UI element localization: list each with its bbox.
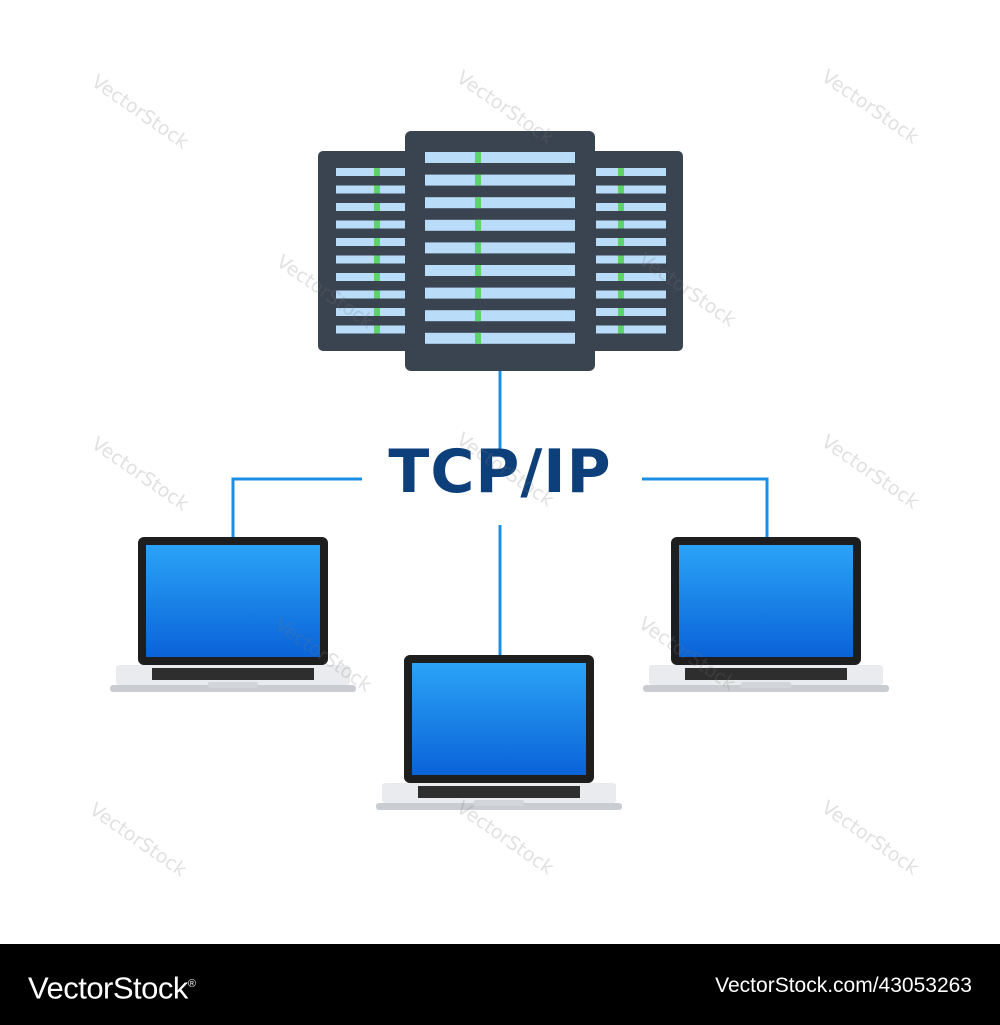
laptop-keyboard: [685, 668, 847, 680]
server-slot: [596, 238, 666, 246]
laptop-screen: [146, 545, 320, 657]
server-led-icon: [618, 238, 624, 246]
laptop-screen: [412, 663, 586, 775]
brand-name: VectorStock: [28, 970, 188, 1006]
server-led-icon: [475, 265, 481, 276]
server-slot: [596, 290, 666, 299]
server-led-icon: [374, 255, 380, 264]
server-right-cabinet: [571, 151, 683, 351]
server-led-icon: [374, 168, 380, 176]
network-diagram: [110, 131, 889, 810]
server-slot: [425, 287, 575, 299]
server-led-icon: [475, 219, 481, 231]
laptop-trackpad: [474, 800, 524, 806]
brand-registered-mark: ®: [187, 978, 196, 990]
server-led-icon: [618, 185, 624, 194]
laptop-trackpad: [741, 682, 791, 688]
diagram-title: TCP/IP: [388, 437, 612, 507]
laptop-keyboard: [418, 786, 580, 798]
server-led-icon: [618, 273, 624, 281]
server-slot: [596, 255, 666, 264]
server-led-icon: [618, 203, 624, 211]
server-led-icon: [618, 255, 624, 264]
server-slot: [425, 310, 575, 322]
server-slot: [425, 174, 575, 186]
server-led-icon: [618, 308, 624, 316]
server-led-icon: [618, 325, 624, 334]
laptop-screen: [679, 545, 853, 657]
brand-logo: VectorStock®: [28, 964, 196, 1008]
server-slot: [596, 220, 666, 229]
server-slot: [425, 197, 575, 209]
server-led-icon: [618, 220, 624, 229]
server-slot: [425, 219, 575, 231]
server-led-icon: [475, 152, 481, 163]
server-led-icon: [475, 197, 481, 209]
server-slot: [425, 332, 575, 344]
server-led-icon: [475, 242, 481, 254]
server-led-icon: [475, 287, 481, 299]
server-slot: [596, 203, 666, 211]
laptop-center: [376, 655, 622, 810]
laptop-right: [643, 537, 889, 692]
server-slot: [425, 265, 575, 276]
laptop-left: [110, 537, 356, 692]
server-slot: [425, 242, 575, 254]
server-left-slots: [336, 168, 416, 334]
laptop-base-edge: [376, 803, 622, 810]
server-led-icon: [374, 238, 380, 246]
server-slot: [425, 152, 575, 163]
server-slot: [596, 325, 666, 334]
server-led-icon: [374, 273, 380, 281]
server-led-icon: [374, 325, 380, 334]
server-front-slots: [425, 152, 575, 344]
server-led-icon: [374, 220, 380, 229]
server-led-icon: [374, 185, 380, 194]
server-slot: [596, 308, 666, 316]
server-led-icon: [374, 308, 380, 316]
laptop-base-edge: [110, 685, 356, 692]
server-led-icon: [374, 290, 380, 299]
server-slot: [596, 273, 666, 281]
diagram-canvas: TCP/IP VectorStock VectorStock VectorSto…: [85, 66, 922, 882]
server-slot: [596, 185, 666, 194]
network-links: [231, 370, 769, 655]
server-led-icon: [374, 203, 380, 211]
server-led-icon: [618, 168, 624, 176]
image-id: VectorStock.com/43053263: [715, 974, 972, 997]
server-led-icon: [475, 174, 481, 186]
footer-bar: VectorStock® VectorStock.com/43053263: [0, 944, 1000, 1025]
laptop-keyboard: [152, 668, 314, 680]
link-server-to-laptop-left: [231, 477, 362, 537]
server-right-slots: [596, 168, 666, 334]
laptop-trackpad: [208, 682, 258, 688]
server-led-icon: [618, 290, 624, 299]
server-rack: [318, 131, 683, 371]
server-slot: [596, 168, 666, 176]
server-left-cabinet: [318, 151, 430, 351]
server-led-icon: [475, 332, 481, 344]
server-led-icon: [475, 310, 481, 322]
laptop-base-edge: [643, 685, 889, 692]
link-server-to-laptop-right: [642, 477, 769, 537]
